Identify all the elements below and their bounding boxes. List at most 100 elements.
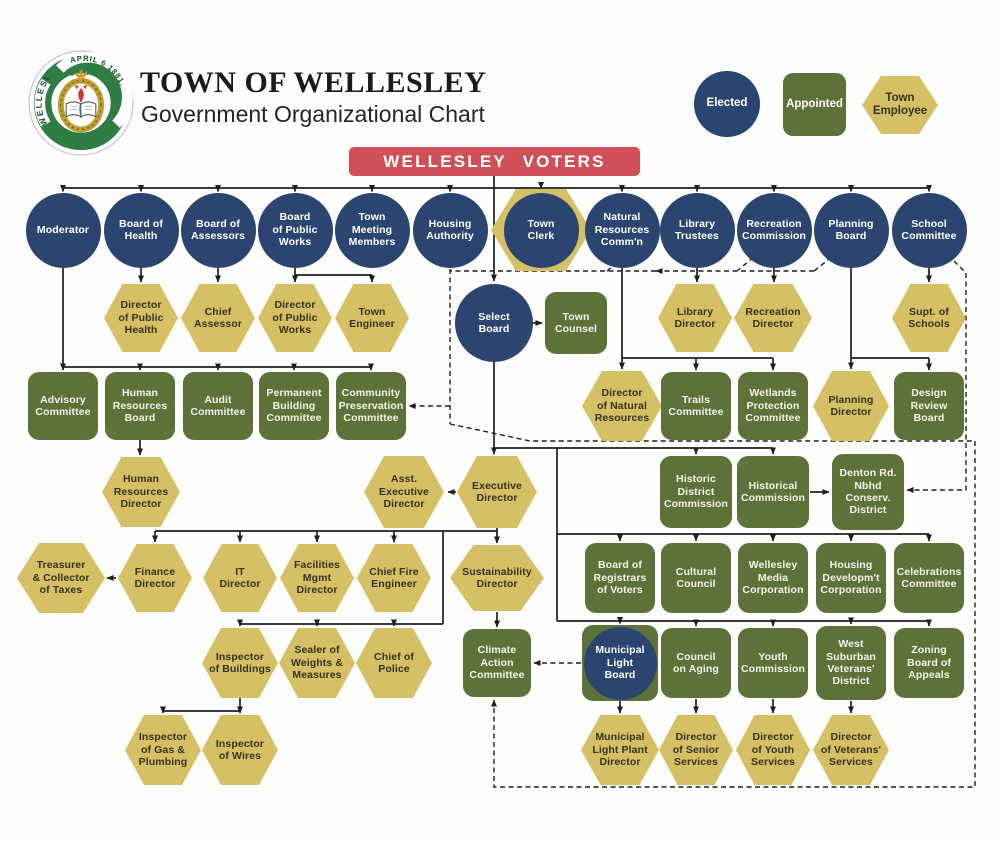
node-celebrations-committee-label: Celebrations Committee bbox=[896, 565, 962, 590]
node-town-meeting-members: Town Meeting Members bbox=[334, 192, 410, 268]
node-council-on-aging: Council on Aging bbox=[661, 628, 731, 698]
node-denton-rd-district: Denton Rd. Nbhd Conserv. District bbox=[832, 454, 904, 530]
node-council-on-aging-label: Council on Aging bbox=[673, 650, 719, 675]
legend-town-employee-label: Town Employee bbox=[872, 91, 928, 117]
node-wellesley-media-corporation-label: Wellesley Media Corporation bbox=[742, 559, 804, 597]
node-wellesley-media-corporation: Wellesley Media Corporation bbox=[738, 543, 808, 613]
node-director-veterans-services-label: Director of Veterans' Services bbox=[820, 731, 882, 769]
node-advisory-committee: Advisory Committee bbox=[28, 372, 98, 440]
node-board-of-assessors-label: Board of Assessors bbox=[190, 217, 246, 242]
node-permanent-building-committee: Permanent Building Committee bbox=[259, 372, 329, 440]
node-trails-committee: Trails Committee bbox=[661, 372, 731, 440]
node-select-board-label: Select Board bbox=[478, 310, 510, 335]
node-director-veterans-services: Director of Veterans' Services bbox=[813, 715, 889, 785]
node-audit-committee: Audit Committee bbox=[183, 372, 253, 440]
node-board-of-public-works: Board of Public Works bbox=[257, 192, 333, 268]
node-inspector-of-buildings-label: Inspector of Buildings bbox=[209, 650, 271, 675]
node-west-suburban-veterans-district: West Suburban Veterans' District bbox=[816, 626, 886, 700]
node-director-public-works: Director of Public Works bbox=[258, 284, 332, 352]
node-design-review-board-label: Design Review Board bbox=[910, 387, 948, 425]
node-denton-rd-district-label: Denton Rd. Nbhd Conserv. District bbox=[839, 467, 897, 517]
node-treasurer-collector: Treasurer & Collector of Taxes bbox=[17, 543, 105, 613]
node-town-counsel-label: Town Counsel bbox=[554, 310, 598, 335]
node-zoning-board-of-appeals-label: Zoning Board of Appeals bbox=[907, 644, 951, 682]
node-planning-director: Planning Director bbox=[813, 371, 889, 441]
node-historic-district-commission: Historic District Commission bbox=[660, 456, 732, 528]
node-audit-committee-label: Audit Committee bbox=[190, 393, 246, 418]
connector-dashed bbox=[449, 423, 975, 442]
node-planning-board: Planning Board bbox=[813, 192, 889, 268]
node-human-resources-board: Human Resources Board bbox=[105, 372, 175, 440]
node-recreation-director-label: Recreation Director bbox=[745, 305, 801, 330]
connector-dashed bbox=[813, 251, 839, 272]
node-director-public-health-label: Director of Public Health bbox=[118, 299, 164, 337]
node-board-of-health: Board of Health bbox=[103, 192, 179, 268]
node-municipal-light-board-label: Municipal Light Board bbox=[595, 644, 645, 682]
node-sealer-weights-measures: Sealer of Weights & Measures bbox=[279, 628, 355, 698]
node-library-trustees: Library Trustees bbox=[659, 192, 735, 268]
node-recreation-commission-label: Recreation Commission bbox=[741, 217, 806, 242]
node-cultural-council: Cultural Council bbox=[661, 543, 731, 613]
node-planning-director-label: Planning Director bbox=[828, 393, 874, 418]
node-historical-commission: Historical Commission bbox=[737, 456, 809, 528]
node-board-of-health-label: Board of Health bbox=[119, 217, 163, 242]
wellesley-voters-banner: WELLESLEY VOTERS bbox=[349, 147, 640, 176]
node-library-trustees-label: Library Trustees bbox=[675, 217, 719, 242]
node-it-director-label: IT Director bbox=[219, 565, 261, 590]
legend-town-employee-shape: Town Employee bbox=[862, 76, 938, 134]
node-climate-action-committee-label: Climate Action Committee bbox=[469, 644, 525, 682]
node-select-board: Select Board bbox=[455, 284, 533, 362]
node-inspector-gas-plumbing-label: Inspector of Gas & Plumbing bbox=[138, 731, 188, 769]
node-inspector-of-wires-label: Inspector of Wires bbox=[215, 737, 265, 762]
node-moderator-label: Moderator bbox=[36, 223, 90, 236]
node-town-clerk: Town Clerk bbox=[503, 192, 579, 268]
legend-appointed-label: Appointed bbox=[786, 97, 843, 110]
town-seal-icon: WELLESLEY APRIL 6 1881. bbox=[28, 50, 134, 156]
node-advisory-committee-label: Advisory Committee bbox=[35, 393, 91, 418]
node-climate-action-committee: Climate Action Committee bbox=[463, 629, 531, 697]
node-inspector-gas-plumbing: Inspector of Gas & Plumbing bbox=[125, 715, 201, 785]
node-director-youth-services-label: Director of Youth Services bbox=[750, 731, 795, 769]
page-title: TOWN OF WELLESLEY bbox=[140, 66, 487, 99]
node-historic-district-commission-label: Historic District Commission bbox=[663, 473, 728, 511]
node-board-of-registrars: Board of Registrars of Voters bbox=[585, 543, 655, 613]
node-municipal-light-board: Municipal Light Board bbox=[583, 626, 657, 700]
node-youth-commission: Youth Commission bbox=[738, 628, 808, 698]
node-cultural-council-label: Cultural Council bbox=[675, 565, 717, 590]
page-subtitle: Government Organizational Chart bbox=[141, 101, 485, 127]
node-community-preservation-committee: Community Preservation Committee bbox=[336, 372, 406, 440]
node-housing-development-corporation-label: Housing Developm't Corporation bbox=[820, 559, 882, 597]
node-town-counsel: Town Counsel bbox=[545, 292, 607, 354]
node-human-resources-director-label: Human Resources Director bbox=[113, 473, 169, 511]
node-school-committee-label: School Committee bbox=[901, 217, 957, 242]
connector-dashed bbox=[491, 441, 976, 788]
node-school-committee: School Committee bbox=[891, 192, 967, 268]
node-recreation-director: Recreation Director bbox=[734, 284, 812, 352]
node-community-preservation-committee-label: Community Preservation Committee bbox=[338, 387, 404, 425]
node-town-engineer: Town Engineer bbox=[335, 284, 409, 352]
node-director-public-health: Director of Public Health bbox=[104, 284, 178, 352]
node-recreation-commission: Recreation Commission bbox=[736, 192, 812, 268]
node-housing-authority: Housing Authority bbox=[412, 192, 488, 268]
node-planning-board-label: Planning Board bbox=[828, 217, 874, 242]
node-municipal-light-plant-director-label: Municipal Light Plant Director bbox=[592, 731, 648, 769]
node-wetlands-protection-committee: Wetlands Protection Committee bbox=[738, 372, 808, 440]
node-finance-director-label: Finance Director bbox=[134, 565, 176, 590]
node-board-of-assessors: Board of Assessors bbox=[180, 192, 256, 268]
node-celebrations-committee: Celebrations Committee bbox=[894, 543, 964, 613]
node-inspector-of-buildings: Inspector of Buildings bbox=[202, 628, 278, 698]
legend-appointed-shape: Appointed bbox=[783, 73, 846, 136]
node-town-engineer-label: Town Engineer bbox=[349, 305, 395, 330]
node-historical-commission-label: Historical Commission bbox=[740, 479, 805, 504]
node-youth-commission-label: Youth Commission bbox=[741, 650, 806, 675]
node-town-meeting-members-label: Town Meeting Members bbox=[348, 211, 396, 249]
node-human-resources-board-label: Human Resources Board bbox=[112, 387, 168, 425]
node-design-review-board: Design Review Board bbox=[894, 372, 964, 440]
node-wetlands-protection-committee-label: Wetlands Protection Committee bbox=[745, 387, 801, 425]
node-housing-development-corporation: Housing Developm't Corporation bbox=[816, 543, 886, 613]
node-chief-fire-engineer-label: Chief Fire Engineer bbox=[369, 565, 419, 590]
node-director-natural-resources-label: Director of Natural Resources bbox=[594, 387, 650, 425]
node-facilities-mgmt-director-label: Facilities Mgmt Director bbox=[294, 559, 340, 597]
legend-elected-label: Elected bbox=[706, 97, 748, 110]
